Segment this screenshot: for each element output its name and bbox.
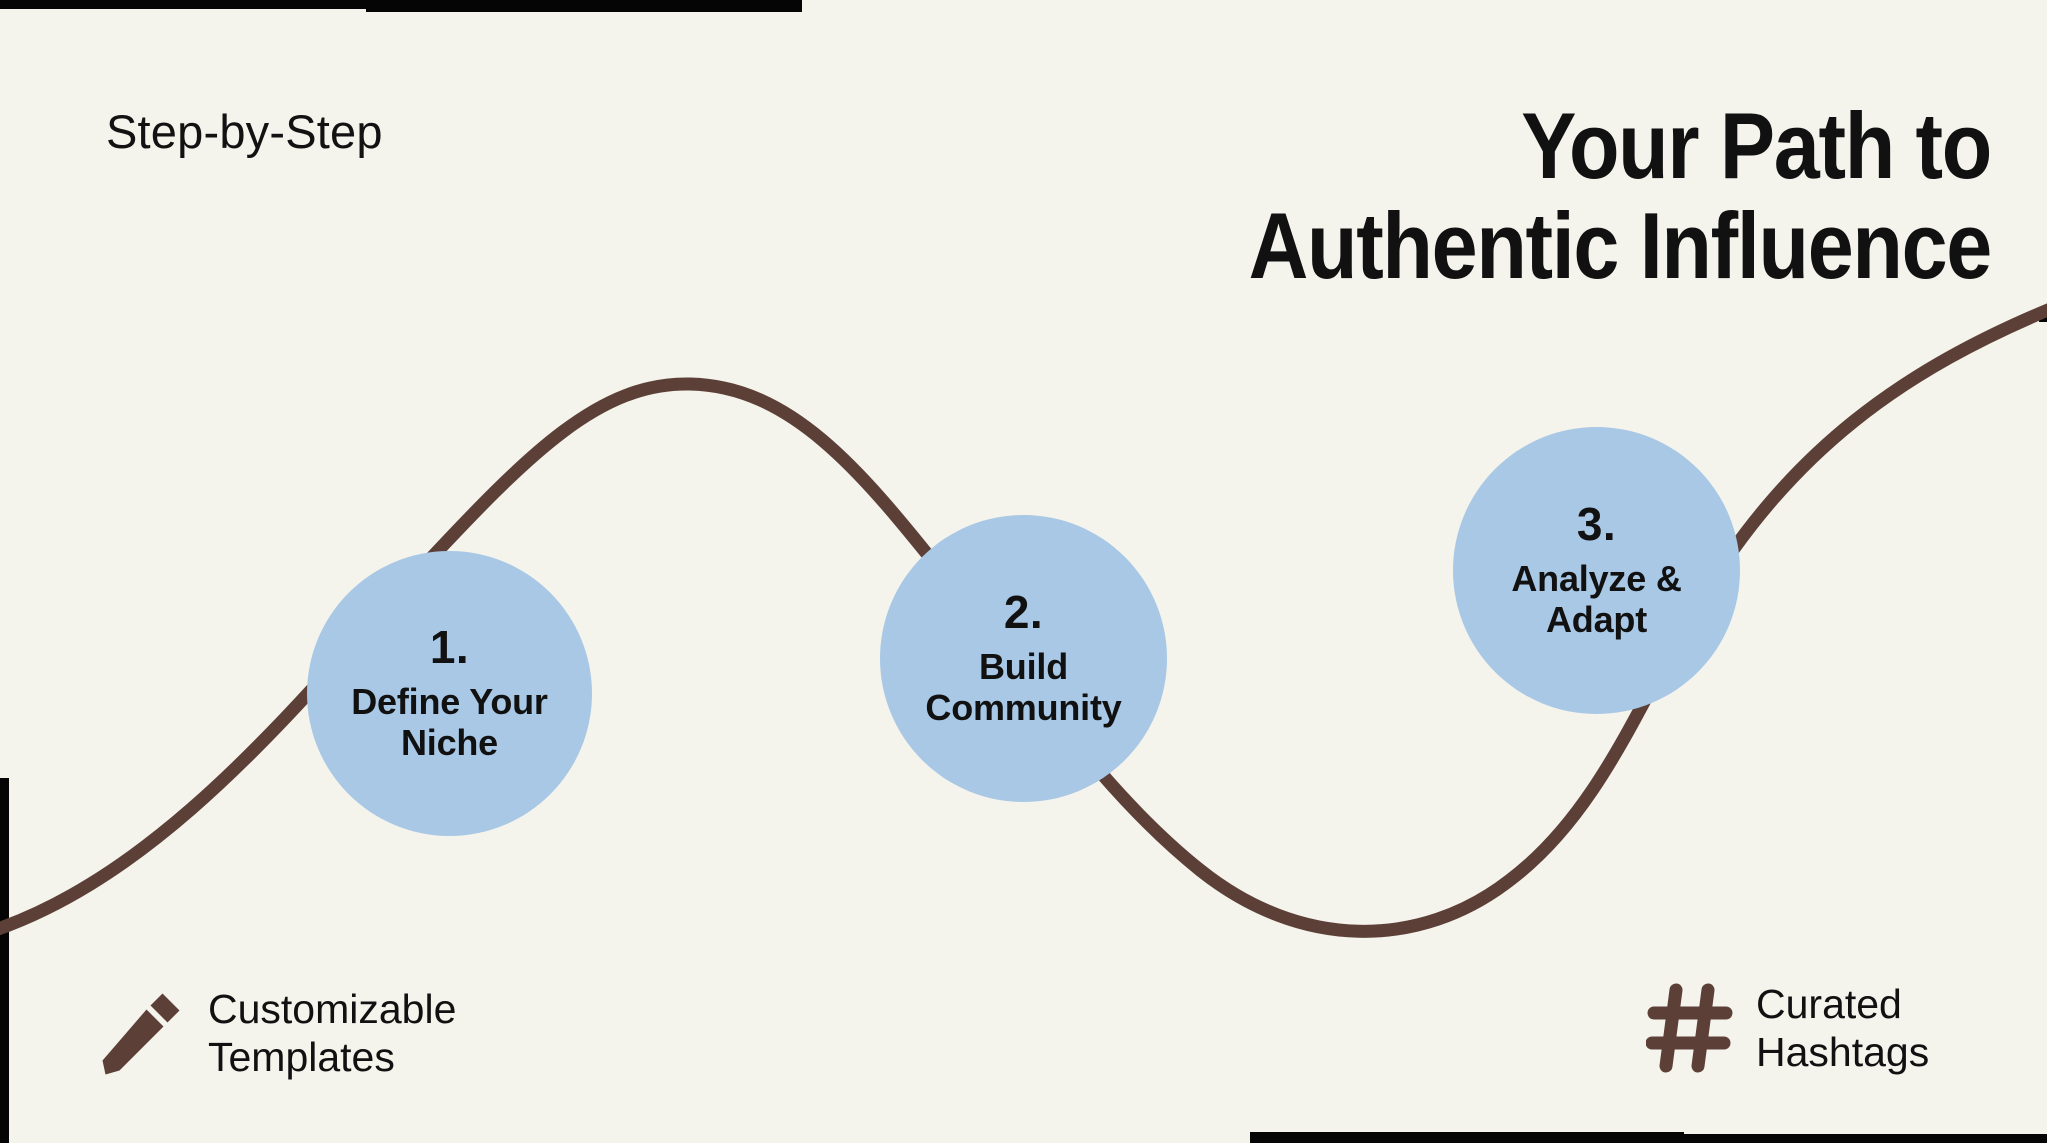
feature-customizable-templates: Customizable Templates [100, 985, 456, 1082]
hashtag-icon [1646, 983, 1733, 1073]
feature-curated-hashtags: Curated Hashtags [1646, 980, 1929, 1077]
page-title-line-2: Authentic Influence [1248, 192, 1993, 298]
kicker-label: Step-by-Step [106, 105, 383, 158]
frame-bar-bottom-left [1250, 1132, 1684, 1143]
step-node-3-label: Analyze & Adapt [1511, 557, 1682, 640]
frame-bar-bottom-right [1684, 1134, 2047, 1143]
step-node-1-number: 1. [429, 620, 470, 673]
step-node-3-number: 3. [1576, 497, 1617, 550]
step-node-2-number: 2. [1003, 585, 1044, 638]
step-node-3[interactable]: 3. Analyze & Adapt [1453, 427, 1740, 714]
step-node-2[interactable]: 2. Build Community [880, 515, 1167, 802]
step-node-2-label: Build Community [925, 645, 1122, 728]
step-node-1[interactable]: 1. Define Your Niche [307, 551, 592, 836]
page-title: Your Path to Authentic Influence [1023, 93, 1993, 298]
frame-bar-top-middle [366, 0, 802, 12]
page-title-line-1: Your Path to [1521, 93, 1992, 198]
pencil-icon [102, 993, 180, 1075]
frame-bar-top-left [0, 0, 366, 9]
feature-curated-hashtags-label: Curated Hashtags [1756, 981, 1930, 1076]
step-node-1-label: Define Your Niche [351, 680, 548, 763]
feature-customizable-templates-label: Customizable Templates [208, 986, 457, 1081]
frame-bar-left [0, 778, 9, 1143]
